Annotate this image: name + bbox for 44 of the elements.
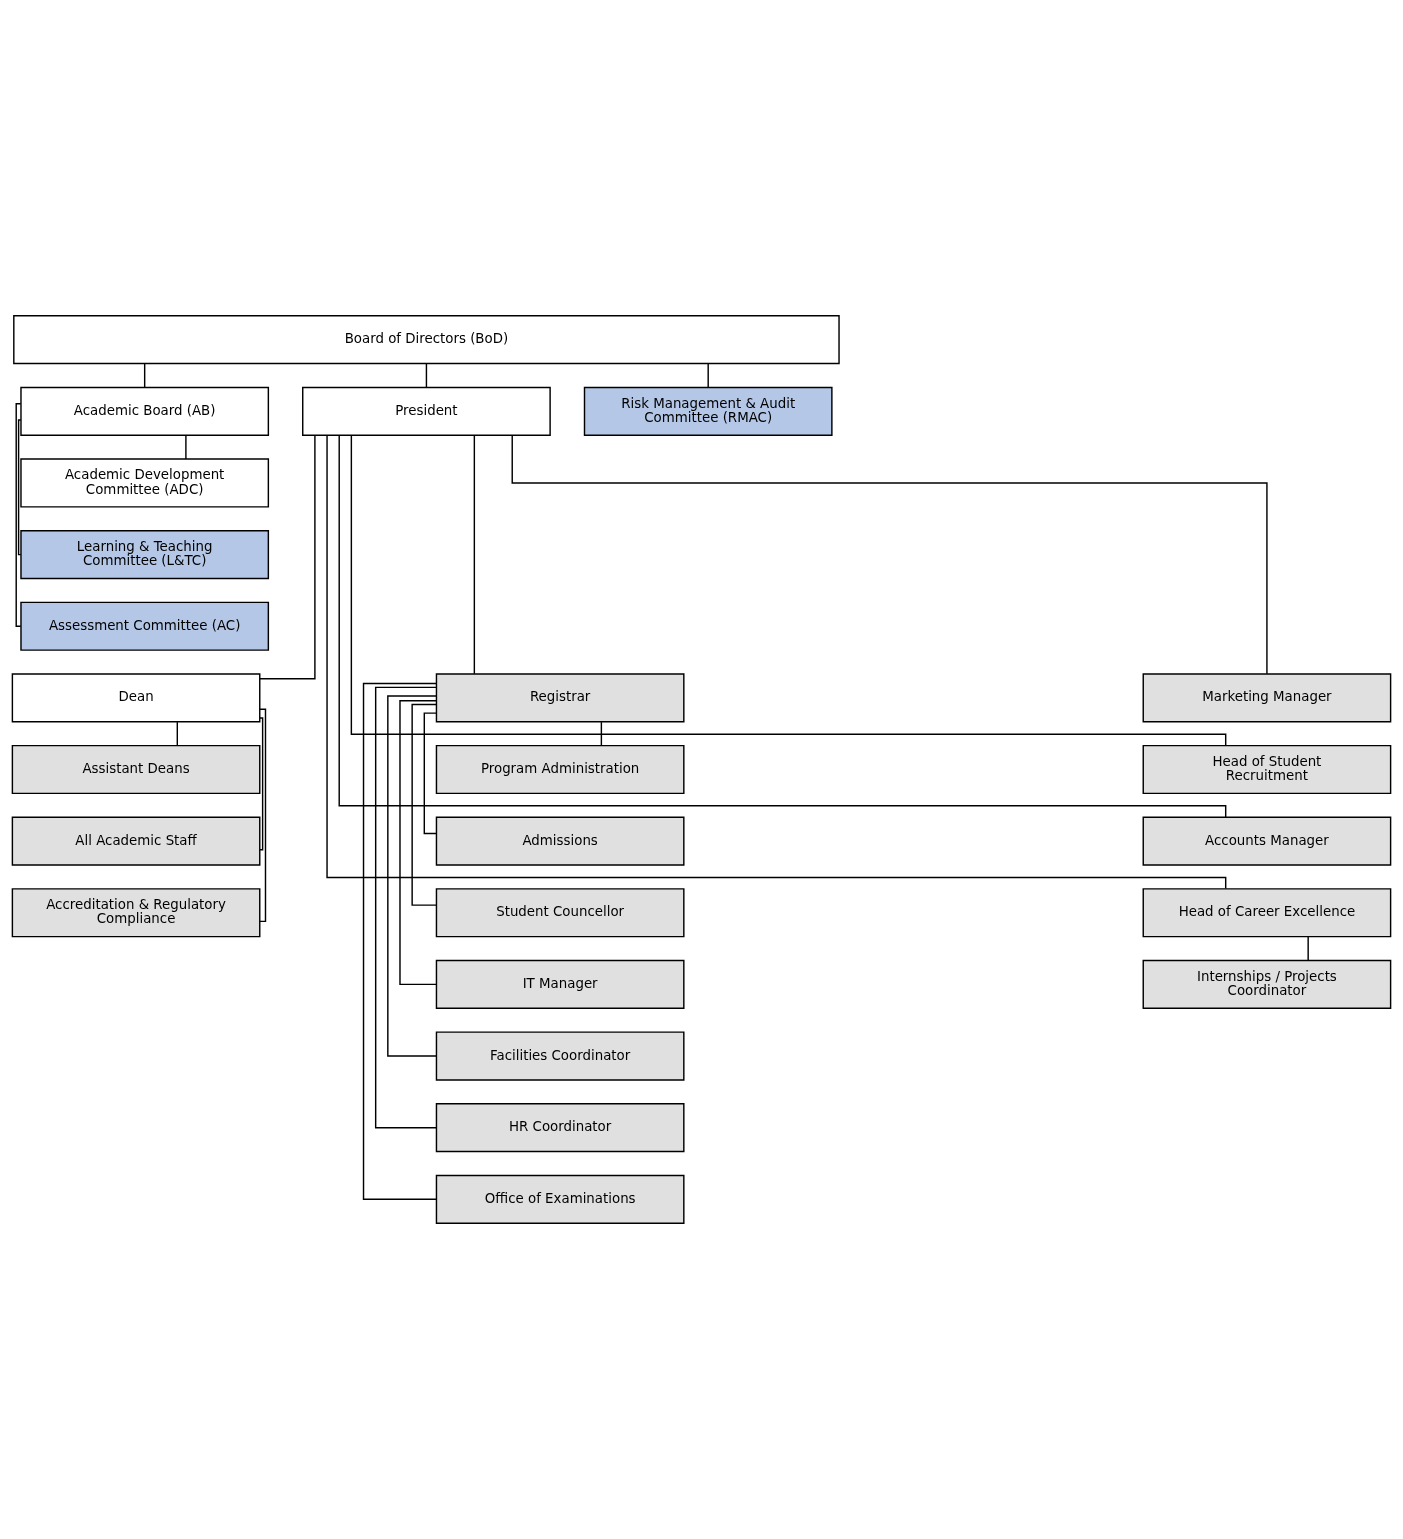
connector	[143, 363, 146, 389]
connector	[411, 703, 437, 906]
node-box: Academic Development Committee (ADC)	[20, 458, 270, 508]
connector	[473, 434, 476, 675]
node-box: HR Coordinator	[435, 1103, 685, 1153]
connector	[176, 721, 178, 747]
node-box: Registrar	[435, 673, 685, 723]
node-box: Office of Examinations	[435, 1174, 685, 1224]
node-box: Head of Student Recruitment	[1142, 744, 1392, 795]
connector	[17, 419, 22, 556]
connector	[374, 686, 438, 1129]
node-box: Student Councellor	[435, 888, 685, 938]
node-box: Academic Board (AB)	[20, 386, 270, 436]
connector	[387, 695, 437, 1057]
node-box: Marketing Manager	[1142, 673, 1392, 723]
connector	[259, 717, 264, 851]
node-box: Board of Directors (BoD)	[13, 315, 840, 365]
node-box: President	[302, 386, 551, 436]
node-box: IT Manager	[435, 959, 685, 1009]
node-box: Head of Career Excellence	[1142, 888, 1392, 938]
connector	[259, 434, 316, 680]
connector	[15, 402, 22, 627]
connector	[399, 700, 438, 986]
node-box: Assistant Deans	[11, 744, 261, 795]
node-box: Assessment Committee (AC)	[20, 601, 270, 651]
connector	[600, 721, 603, 747]
connector	[511, 434, 1268, 675]
connector	[707, 363, 709, 389]
node-box: Internships / Projects Coordinator	[1142, 959, 1392, 1009]
node-box: All Academic Staff	[11, 816, 261, 866]
node-box: Facilities Coordinator	[435, 1031, 685, 1081]
node-box: Program Administration	[435, 744, 685, 795]
node-box: Risk Management & Audit Committee (RMAC)	[583, 386, 833, 436]
connector	[338, 434, 1227, 818]
node-box: Accreditation & Regulatory Compliance	[11, 888, 261, 938]
connector	[185, 434, 187, 460]
node-box: Admissions	[435, 816, 685, 866]
node-box: Dean	[11, 673, 261, 723]
node-box: Accounts Manager	[1142, 816, 1392, 866]
connector	[425, 363, 428, 389]
connector	[362, 682, 438, 1200]
node-box: Learning & Teaching Committee (L&TC)	[20, 530, 270, 580]
connector	[423, 712, 438, 835]
connector	[1307, 936, 1309, 962]
